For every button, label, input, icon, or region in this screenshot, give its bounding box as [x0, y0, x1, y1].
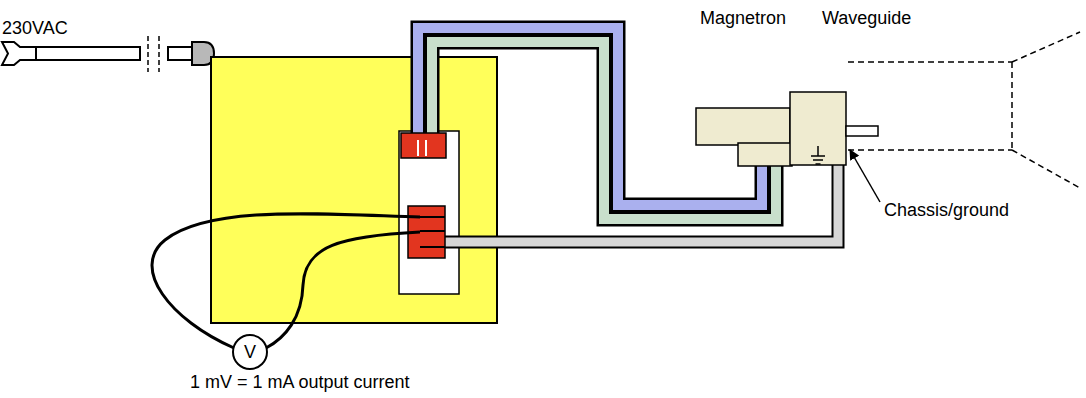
part-name: Magnetron: [700, 8, 791, 29]
connectors: [401, 133, 446, 258]
part-name: Waveguide: [822, 8, 916, 29]
ground-cable: [440, 163, 838, 242]
waveguide-horn: [848, 32, 1080, 188]
magnetron-illustration: [696, 92, 878, 166]
connector-panel: [399, 131, 459, 294]
leader-line: [850, 150, 880, 202]
voltmeter-circle: V: [232, 334, 268, 370]
power-supply: [211, 57, 497, 323]
meter-symbol: V: [244, 342, 256, 363]
meter-leads: [152, 214, 420, 348]
ground-label: Chassis/ground: [884, 200, 1009, 221]
supply-voltage: 230VAC: [2, 18, 68, 39]
magnetron-node: Magnetron: [700, 8, 791, 29]
meter-scale-note: 1 mV = 1 mA output current: [190, 372, 410, 393]
waveguide-node: Waveguide: [822, 8, 916, 29]
mains-cable: [2, 36, 214, 72]
